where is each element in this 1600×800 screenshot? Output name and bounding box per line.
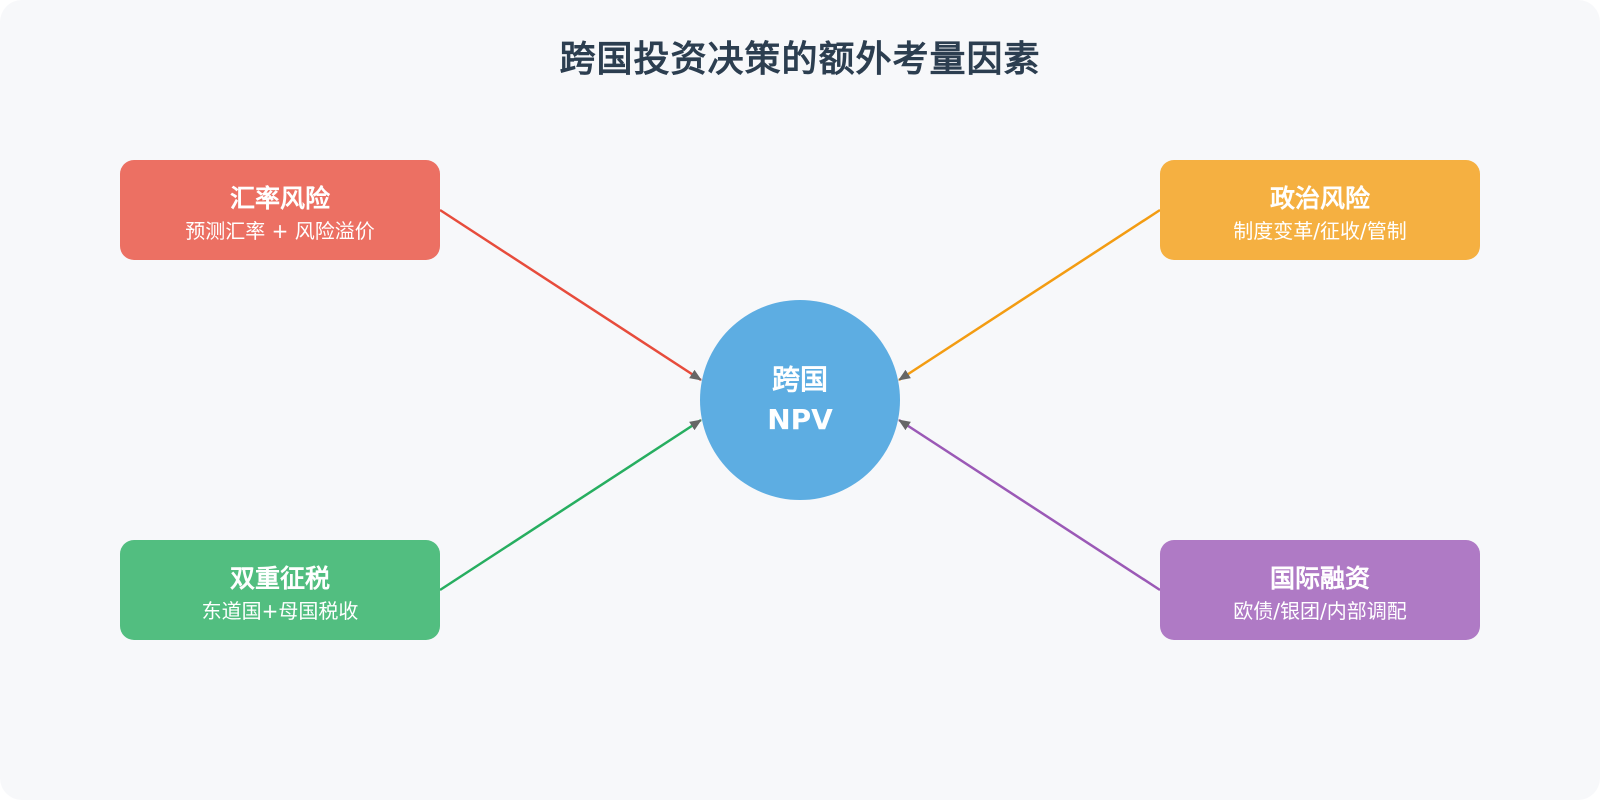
center-label-line1: 跨国 — [771, 363, 828, 396]
factor-title: 国际融资 — [1269, 564, 1370, 593]
factor-subtitle: 欧债/银团/内部调配 — [1233, 599, 1407, 623]
arrow-tax-to-npv — [439, 418, 702, 592]
factor-box-double-taxation: 双重征税 东道国+母国税收 — [120, 540, 440, 640]
center-node-npv: 跨国 NPV — [700, 300, 900, 500]
factor-title: 双重征税 — [229, 564, 330, 593]
factor-title: 汇率风险 — [229, 184, 330, 213]
factor-box-fx-risk: 汇率风险 预测汇率 + 风险溢价 — [120, 160, 440, 260]
factor-title: 政治风险 — [1269, 184, 1370, 213]
factor-box-political-risk: 政治风险 制度变革/征收/管制 — [1160, 160, 1480, 260]
factor-subtitle: 制度变革/征收/管制 — [1233, 219, 1407, 243]
factor-subtitle: 东道国+母国税收 — [201, 599, 359, 623]
factor-subtitle: 预测汇率 + 风险溢价 — [185, 219, 375, 243]
arrow-financing-to-npv — [898, 418, 1161, 592]
diagram-title: 跨国投资决策的额外考量因素 — [559, 39, 1041, 80]
center-label-line2: NPV — [767, 403, 833, 436]
arrow-fx-to-npv — [439, 208, 702, 382]
arrow-political-to-npv — [898, 208, 1161, 382]
factor-box-international-financing: 国际融资 欧债/银团/内部调配 — [1160, 540, 1480, 640]
